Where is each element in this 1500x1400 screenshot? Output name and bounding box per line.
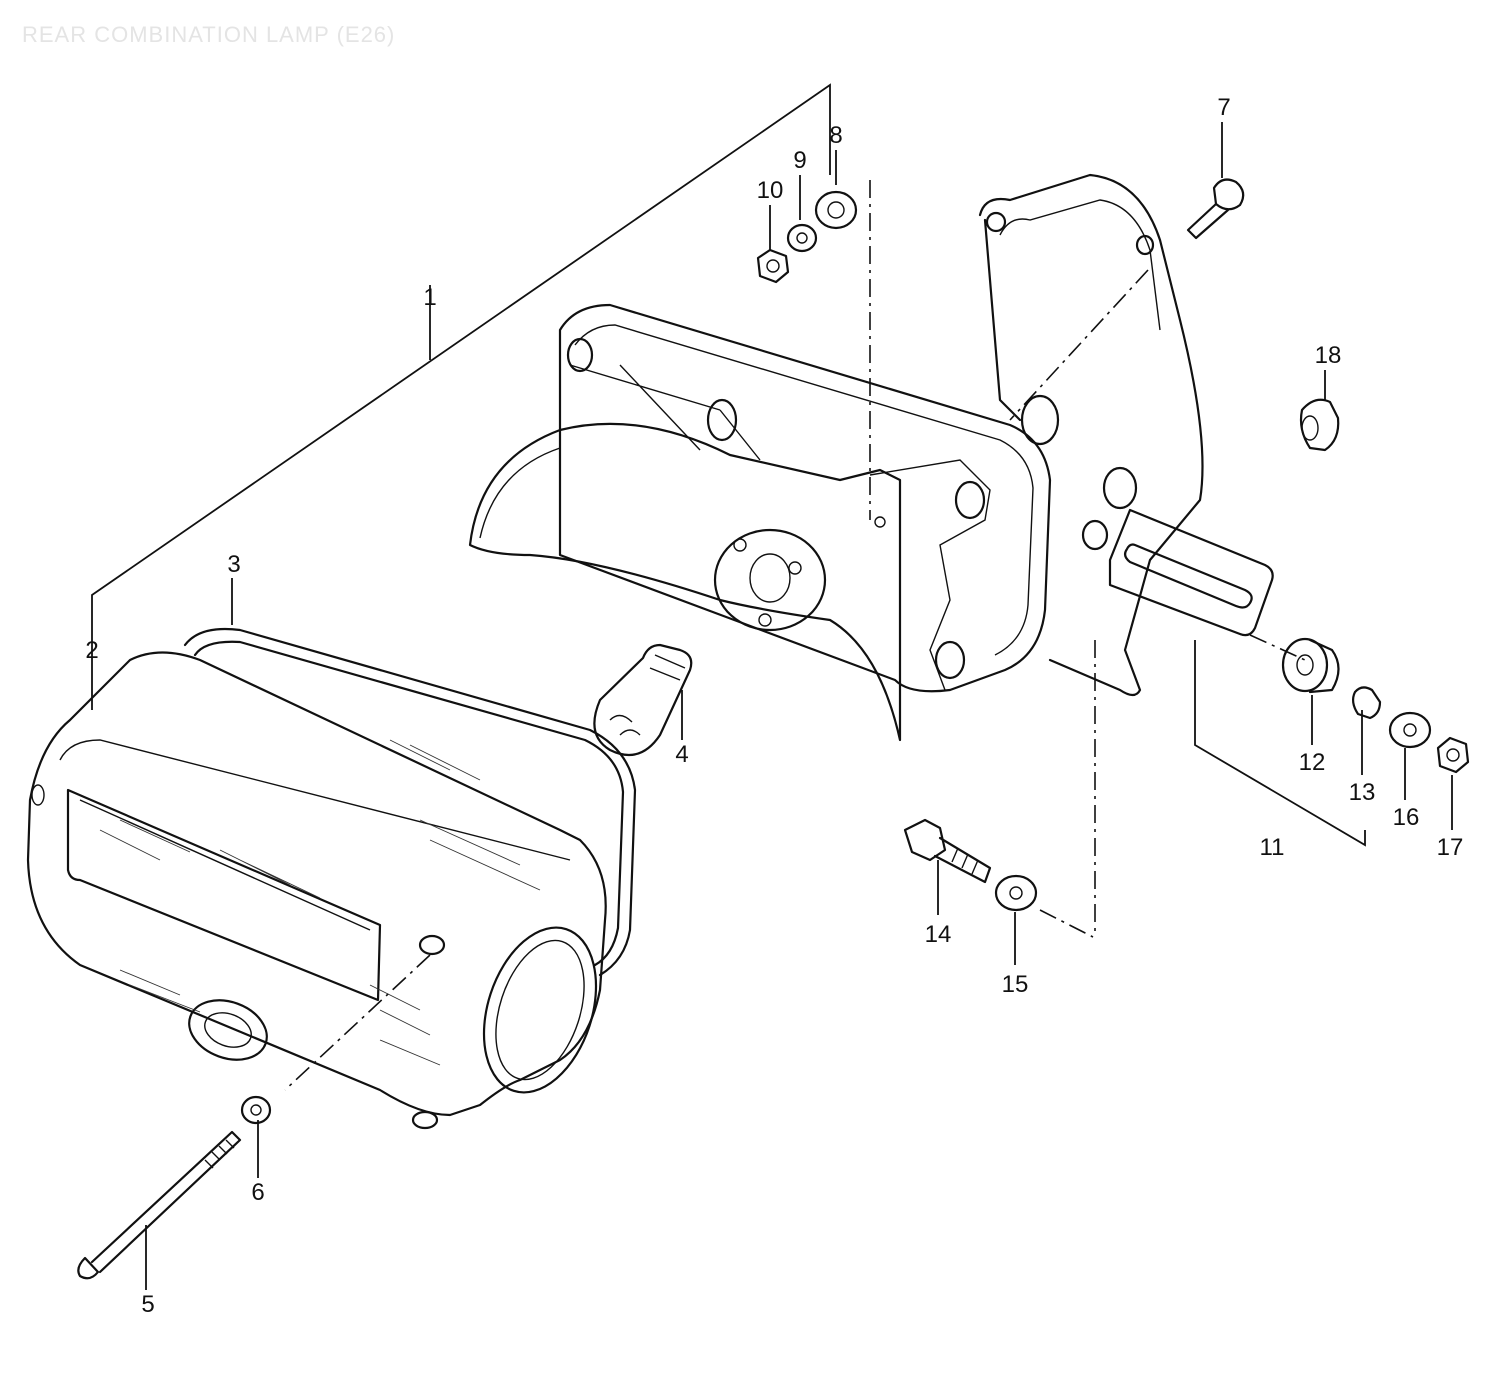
callout-14: 14 xyxy=(925,921,952,948)
lens-housing xyxy=(26,627,637,1130)
reflector-shell xyxy=(468,422,902,742)
callout-4: 4 xyxy=(675,741,688,768)
callout-1: 1 xyxy=(423,284,436,311)
callout-10: 10 xyxy=(757,177,784,204)
callout-11: 11 xyxy=(1260,834,1285,861)
callout-13: 13 xyxy=(1349,779,1376,806)
hardware-parts xyxy=(77,178,1470,1280)
callout-18: 18 xyxy=(1315,342,1342,369)
diagram-title: REAR COMBINATION LAMP (E26) xyxy=(22,22,396,47)
callout-9: 9 xyxy=(793,147,806,174)
bulb xyxy=(593,643,693,757)
lamp-base xyxy=(558,303,1052,693)
callout-17: 17 xyxy=(1437,834,1464,861)
mounting-bracket xyxy=(978,173,1274,697)
callout-8: 8 xyxy=(829,122,842,149)
leader-lines xyxy=(91,83,1453,1290)
callout-labels: 1 2 3 4 5 6 7 8 9 10 11 12 13 14 15 16 1… xyxy=(85,94,1463,1318)
callout-7: 7 xyxy=(1217,94,1230,121)
callout-6: 6 xyxy=(251,1179,264,1206)
callout-3: 3 xyxy=(227,551,240,578)
callout-16: 16 xyxy=(1393,804,1420,831)
callout-12: 12 xyxy=(1299,749,1326,776)
callout-2: 2 xyxy=(85,637,98,664)
callout-5: 5 xyxy=(141,1291,154,1318)
callout-15: 15 xyxy=(1002,971,1029,998)
